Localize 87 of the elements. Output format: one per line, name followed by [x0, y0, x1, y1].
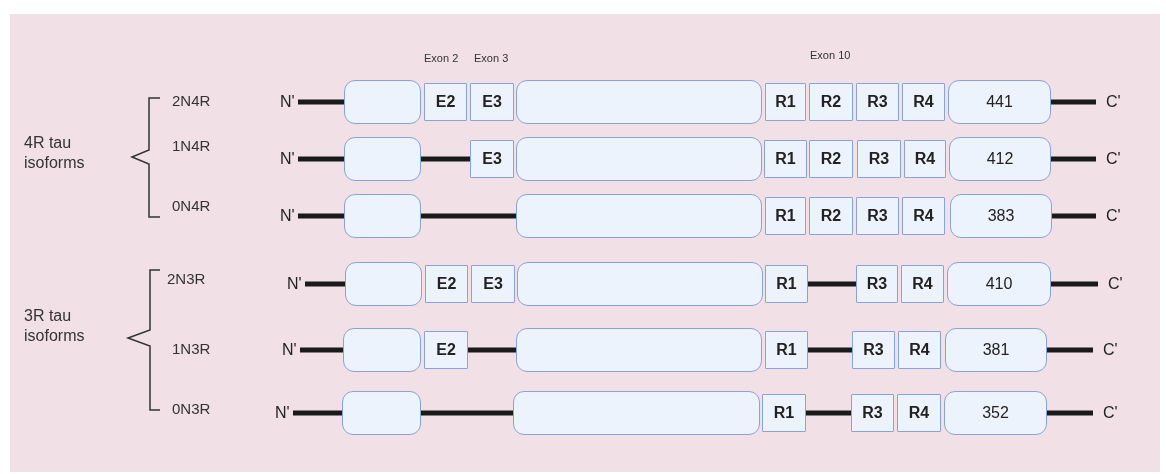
isoform-label: 1N4R	[172, 137, 211, 154]
domain-box: 383	[950, 194, 1052, 238]
domain-box: R4	[902, 197, 945, 235]
domain-box: R3	[856, 265, 898, 303]
domain-box: E2	[424, 331, 468, 369]
domain-box: E2	[425, 265, 468, 303]
domain-box: E2	[424, 83, 467, 121]
domain-box	[517, 262, 763, 306]
domain-box: R4	[901, 265, 944, 303]
connector-line	[806, 410, 851, 416]
domain-box: R3	[852, 331, 895, 369]
domain-box: E3	[470, 83, 514, 121]
terminus-label: N'	[287, 274, 302, 294]
domain-box: R1	[765, 265, 808, 303]
terminus-label: N'	[280, 92, 295, 112]
domain-box	[516, 137, 762, 181]
domain-box	[345, 262, 422, 306]
connector-line	[293, 410, 342, 416]
connector-line	[1052, 213, 1096, 219]
group-label: 3R tau isoforms	[24, 306, 86, 346]
domain-box	[344, 80, 421, 124]
isoform-label: 0N4R	[172, 197, 211, 214]
domain-box: R1	[765, 331, 808, 369]
domain-box: R2	[809, 197, 853, 235]
domain-box: 352	[944, 391, 1047, 435]
domain-box: R1	[762, 394, 806, 432]
terminus-label: N'	[275, 403, 290, 423]
connector-line	[298, 156, 344, 162]
isoform-label: 2N3R	[167, 270, 206, 287]
connector-line	[300, 347, 343, 353]
domain-box	[513, 391, 760, 435]
domain-box	[342, 391, 421, 435]
terminus-label: C'	[1103, 340, 1118, 360]
domain-box: R3	[856, 197, 899, 235]
terminus-label: C'	[1106, 206, 1121, 226]
domain-box: R4	[904, 140, 946, 178]
domain-box: R3	[856, 83, 899, 121]
connector-line	[1047, 347, 1093, 353]
domain-box: 410	[947, 262, 1051, 306]
terminus-label: C'	[1103, 403, 1118, 423]
domain-box: 441	[948, 80, 1051, 124]
connector-line	[421, 410, 513, 416]
domain-box	[344, 194, 421, 238]
group-label: 4R tau isoforms	[24, 133, 86, 173]
terminus-label: C'	[1106, 92, 1121, 112]
domain-box: R3	[857, 140, 901, 178]
connector-line	[1047, 410, 1093, 416]
domain-box	[344, 137, 421, 181]
terminus-label: C'	[1106, 149, 1121, 169]
connector-line	[468, 347, 516, 353]
connector-line	[1051, 281, 1098, 287]
domain-box: 381	[945, 328, 1047, 372]
connector-line	[298, 99, 344, 105]
terminus-label: N'	[280, 206, 295, 226]
domain-box: R4	[898, 331, 941, 369]
domain-box	[516, 194, 762, 238]
exon-label: Exon 10	[810, 49, 851, 61]
terminus-label: N'	[280, 149, 295, 169]
domain-box: R4	[897, 394, 941, 432]
domain-box: R4	[902, 83, 945, 121]
domain-box: R3	[851, 394, 894, 432]
connector-line	[1051, 156, 1096, 162]
terminus-label: N'	[282, 340, 297, 360]
isoform-label: 0N3R	[172, 400, 211, 417]
connector-line	[808, 347, 852, 353]
connector-line	[421, 156, 470, 162]
isoform-label: 1N3R	[172, 340, 211, 357]
domain-box	[343, 328, 421, 372]
domain-box: R1	[765, 197, 806, 235]
domain-box: E3	[471, 265, 515, 303]
isoform-label: 2N4R	[172, 92, 211, 109]
domain-box: 412	[949, 137, 1051, 181]
connector-line	[305, 281, 345, 287]
domain-box: R1	[765, 83, 806, 121]
connector-line	[1051, 99, 1096, 105]
connector-line	[298, 213, 344, 219]
exon-label: Exon 2	[424, 52, 459, 64]
domain-box: R2	[809, 140, 853, 178]
domain-box: E3	[470, 140, 514, 178]
terminus-label: C'	[1108, 274, 1123, 294]
domain-box: R1	[764, 140, 807, 178]
connector-line	[421, 213, 516, 219]
exon-label: Exon 3	[474, 52, 509, 64]
domain-box	[516, 80, 762, 124]
domain-box: R2	[809, 83, 853, 121]
domain-box	[516, 328, 762, 372]
connector-line	[808, 281, 856, 287]
